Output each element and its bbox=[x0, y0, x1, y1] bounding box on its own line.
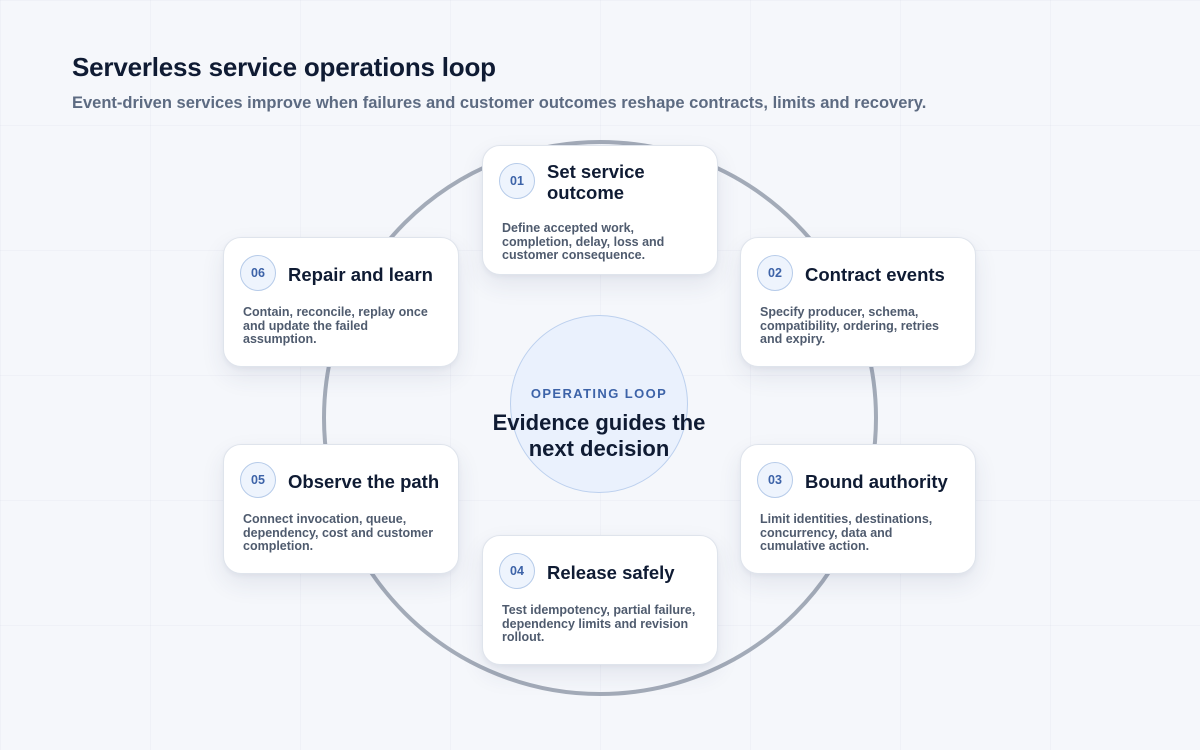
step-description: Limit identities, destinations, concurre… bbox=[760, 512, 933, 553]
step-title: Repair and learn bbox=[288, 263, 433, 285]
step-description: Specify producer, schema, compatibility,… bbox=[760, 305, 939, 346]
step-card-03: 03 Bound authority Limit identities, des… bbox=[740, 444, 976, 574]
step-description: Test idempotency, partial failure, depen… bbox=[502, 603, 696, 644]
step-number-badge: 01 bbox=[499, 163, 535, 199]
step-number-badge: 05 bbox=[240, 462, 276, 498]
step-title: Observe the path bbox=[288, 470, 440, 492]
step-title: Set service outcome bbox=[547, 161, 645, 203]
hub-eyebrow: OPERATING LOOP bbox=[530, 386, 668, 401]
step-description: Connect invocation, queue, dependency, c… bbox=[243, 512, 434, 553]
hub-title: Evidence guides the next decision bbox=[492, 410, 706, 461]
step-card-02: 02 Contract events Specify producer, sch… bbox=[740, 237, 976, 367]
step-card-06: 06 Repair and learn Contain, reconcile, … bbox=[223, 237, 459, 367]
step-title: Bound authority bbox=[805, 470, 948, 492]
step-title: Contract events bbox=[805, 263, 945, 285]
step-card-05: 05 Observe the path Connect invocation, … bbox=[223, 444, 459, 574]
step-title: Release safely bbox=[547, 561, 675, 583]
step-number-badge: 02 bbox=[757, 255, 793, 291]
step-description: Define accepted work, completion, delay,… bbox=[502, 221, 665, 262]
step-card-04: 04 Release safely Test idempotency, part… bbox=[482, 535, 718, 665]
step-description: Contain, reconcile, replay once and upda… bbox=[243, 305, 428, 346]
step-number-badge: 04 bbox=[499, 553, 535, 589]
center-hub: OPERATING LOOP Evidence guides the next … bbox=[493, 315, 705, 493]
loop-ring-circle bbox=[322, 140, 878, 696]
step-number-badge: 03 bbox=[757, 462, 793, 498]
step-number-badge: 06 bbox=[240, 255, 276, 291]
page-subtitle: Event-driven services improve when failu… bbox=[72, 94, 927, 112]
page-title: Serverless service operations loop bbox=[72, 52, 496, 82]
step-card-01: 01 Set service outcome Define accepted w… bbox=[482, 145, 718, 275]
